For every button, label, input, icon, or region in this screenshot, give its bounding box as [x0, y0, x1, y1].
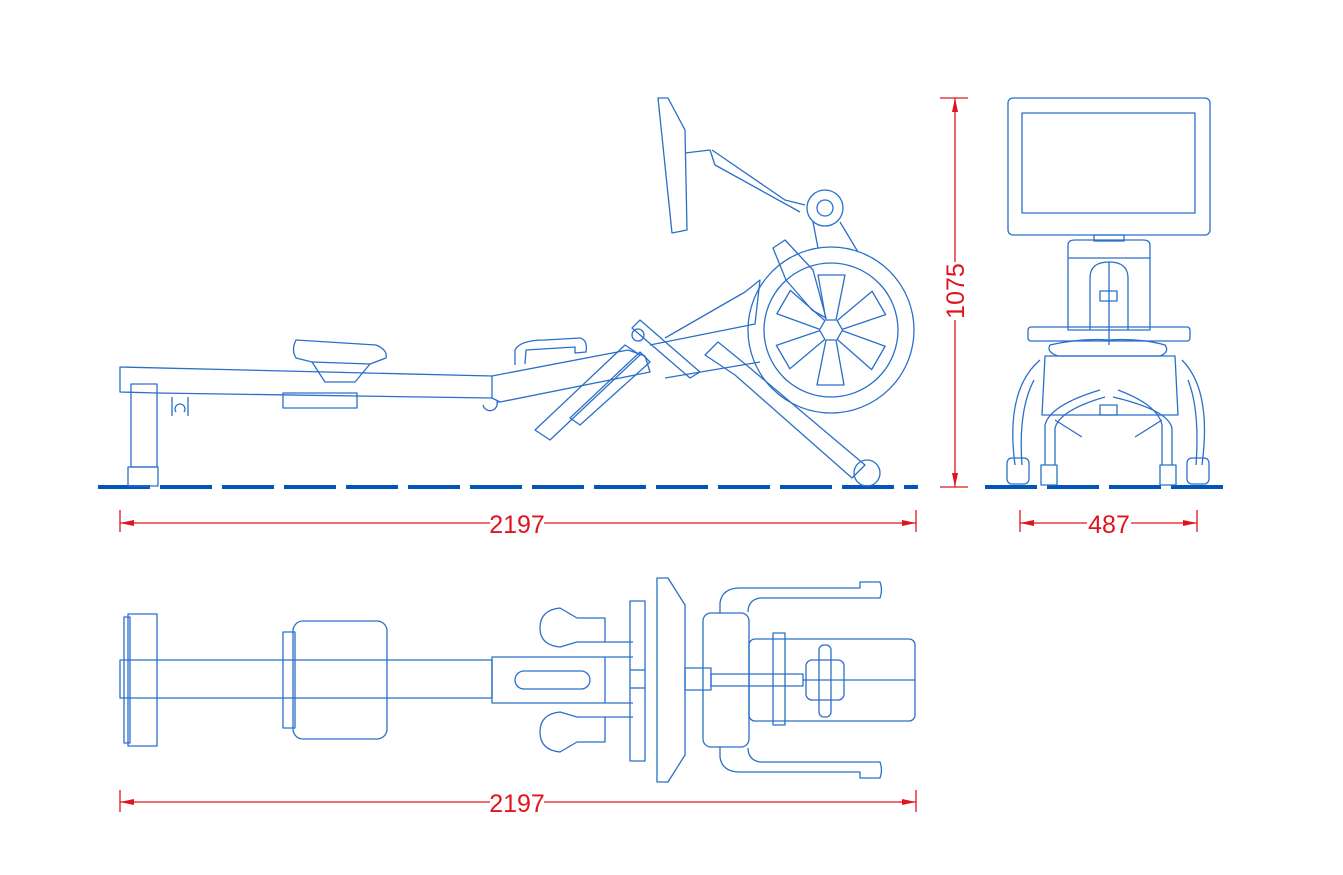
dimension-height: 1075	[940, 97, 970, 488]
monitor	[1007, 97, 1211, 236]
side-length-label: 2197	[489, 511, 545, 539]
front-leg	[127, 383, 189, 487]
width-label: 487	[1088, 511, 1130, 539]
monitor-arm	[657, 97, 859, 253]
rail	[119, 366, 493, 409]
top-view	[119, 577, 916, 783]
side-view	[98, 97, 918, 489]
height-label: 1075	[942, 263, 970, 319]
dimension-side-length: 2197	[119, 510, 917, 539]
transport-wheel	[853, 459, 881, 487]
front-frame	[482, 279, 881, 487]
front-view	[985, 97, 1232, 489]
top-rail	[119, 659, 493, 699]
handle-bar	[1027, 326, 1191, 342]
flywheel-housing	[747, 239, 915, 414]
dimension-top-length: 2197	[119, 790, 917, 818]
seat	[292, 339, 387, 383]
dimension-width: 487	[1019, 510, 1198, 539]
top-length-label: 2197	[489, 790, 545, 818]
top-seat	[292, 620, 388, 740]
